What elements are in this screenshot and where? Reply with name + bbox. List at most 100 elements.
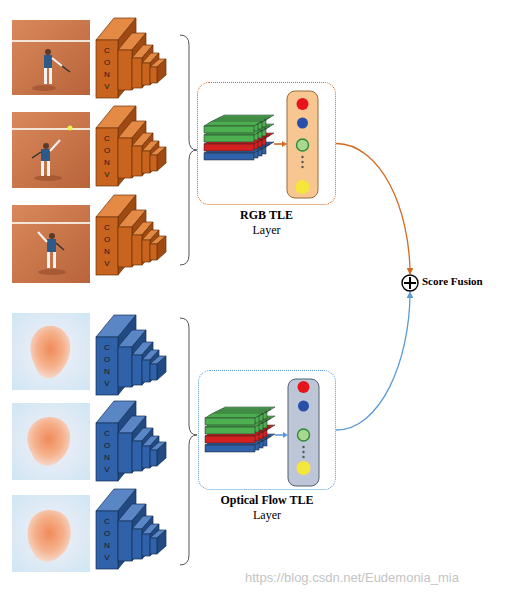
conv-block-front [150, 364, 157, 380]
rgb-frame [47, 161, 50, 176]
conv-block-front [118, 433, 132, 473]
ellipsis-dot [301, 166, 303, 168]
conv-stack: CONV [96, 15, 180, 100]
watermark: https://blog.csdn.net/Eudemonia_mia [245, 570, 459, 585]
rgb-frame [53, 252, 56, 268]
conv-block-front [142, 151, 150, 173]
feature-map-top [204, 121, 262, 126]
conv-block-front [132, 146, 142, 176]
ellipsis-dot [302, 456, 304, 458]
conv-label: CONV [104, 222, 111, 270]
conv-block-side [157, 236, 166, 260]
conv-block-front [142, 63, 150, 85]
conv-label: CONV [104, 342, 111, 390]
conv-block-front [132, 529, 142, 559]
conv-stack: CONV [96, 486, 180, 571]
ellipsis-dot [301, 161, 303, 163]
fusion-circle [402, 275, 418, 291]
conv-block-front [118, 138, 132, 178]
conv-stack: CONV [96, 103, 180, 188]
conv-block-front [142, 446, 150, 468]
flow-frame [12, 495, 90, 572]
conv-block-front [142, 360, 150, 382]
rgb-frame [32, 152, 41, 158]
node-text: Layer [179, 508, 355, 523]
conv-label: CONV [104, 133, 111, 181]
rgb-frame [12, 112, 90, 188]
conv-label: CONV [104, 516, 111, 564]
flow-frame [30, 326, 70, 378]
conv-block-front [96, 40, 118, 98]
tle-layer-box: RGB TLELayer [197, 82, 336, 205]
conv-block-front [150, 67, 157, 83]
conv-block-front [132, 58, 142, 88]
rgb-frame [50, 140, 60, 151]
node-text: Layer [178, 223, 355, 238]
score-vector [288, 379, 319, 486]
rgb-frame [45, 49, 51, 55]
node-text: Optical Flow TLE [179, 493, 355, 508]
flow-frame [12, 313, 90, 390]
ellipsis-dot [302, 451, 304, 453]
flow-arrow [336, 144, 410, 275]
conv-block-front [132, 235, 142, 265]
grouping-brace [180, 318, 197, 565]
rgb-frame [56, 243, 64, 250]
tle-layer-box: Optical Flow TLELayer [198, 370, 336, 490]
rgb-frame [62, 66, 70, 72]
grouping-brace [180, 35, 197, 265]
conv-block-front [118, 227, 132, 267]
rgb-frame [12, 20, 90, 95]
conv-stack: CONV [96, 398, 180, 483]
feature-map-slab [204, 126, 254, 133]
ellipsis-dot [302, 446, 304, 448]
feature-map-slab [204, 153, 254, 160]
rgb-frame [12, 20, 90, 95]
conv-block-front [118, 50, 132, 90]
rgb-frame [47, 252, 50, 268]
score-vector [287, 91, 318, 198]
rgb-frame [12, 222, 90, 224]
rgb-frame [12, 205, 90, 283]
conv-label: CONV [104, 45, 111, 93]
rgb-frame [12, 112, 90, 188]
score-circle [298, 381, 310, 393]
flow-frame [12, 403, 90, 480]
rgb-frame [43, 143, 49, 149]
ellipsis-dot [301, 156, 303, 158]
score-circle [297, 98, 309, 110]
tle-layer-content [198, 83, 337, 206]
conv-block-side [157, 356, 166, 380]
rgb-frame [12, 40, 90, 42]
conv-block-side [157, 147, 166, 171]
rgb-frame [47, 239, 56, 252]
conv-block-front [96, 128, 118, 186]
conv-block-front [132, 441, 142, 471]
inner-arrow-head [282, 141, 287, 147]
conv-block-side [157, 530, 166, 554]
node-text: RGB TLE [178, 208, 355, 223]
conv-block-front [132, 355, 142, 385]
rgb-frame [52, 58, 62, 66]
rgb-frame [12, 128, 90, 130]
flow-frame [28, 510, 71, 562]
feature-map-slab [204, 135, 254, 142]
rgb-frame [49, 233, 55, 239]
tle-layer-content [199, 371, 337, 491]
node-text: Score Fusion [422, 275, 483, 287]
conv-block-front [118, 521, 132, 561]
conv-stack: CONV [96, 312, 180, 397]
inner-arrow-head [283, 432, 288, 438]
score-circle [298, 429, 310, 441]
inner-arrow [275, 434, 283, 436]
score-circle [296, 180, 310, 194]
rgb-frame [12, 205, 90, 283]
feature-map-top [205, 413, 263, 418]
rgb-frame [41, 149, 50, 161]
conv-label: CONV [104, 428, 111, 476]
conv-block-front [96, 337, 118, 395]
conv-block-side [157, 442, 166, 466]
feature-map-slab [205, 427, 255, 434]
rgb-frame [32, 85, 56, 91]
